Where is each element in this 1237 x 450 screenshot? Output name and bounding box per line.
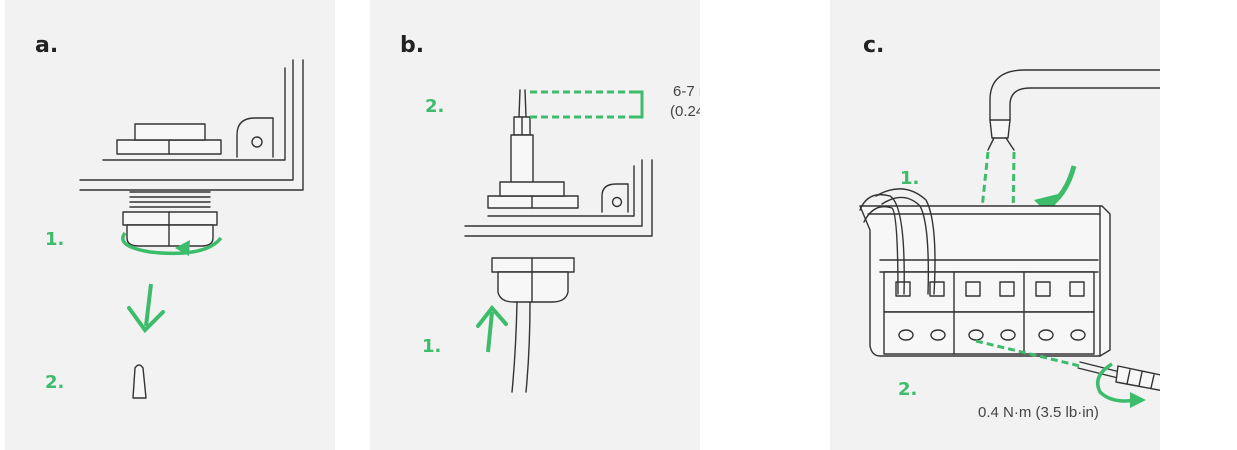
gland-body xyxy=(492,258,574,302)
strip-length-in: (0.24″-0.28″) xyxy=(670,103,700,120)
panel-a-step-2: 2. xyxy=(45,372,64,393)
panel-b-step-2: 2. xyxy=(425,96,444,117)
gland-top-nut xyxy=(488,182,578,208)
panel-c-step-1: 1. xyxy=(900,168,919,189)
strip-length-bracket xyxy=(530,92,642,117)
gland-top-nut xyxy=(117,124,221,154)
panel-c-label: c. xyxy=(863,33,884,58)
panel-b-step-1: 1. xyxy=(422,336,441,357)
strip-length-mm: 6-7 mm xyxy=(673,83,700,100)
panel-b: b. 2. 6-7 mm (0.24″-0.28″) xyxy=(370,0,700,450)
panel-b-illustration: b. 2. 6-7 mm (0.24″-0.28″) xyxy=(370,0,700,450)
gland-thread xyxy=(123,192,217,246)
torque-value: 0.4 N·m (3.5 lb·in) xyxy=(978,404,1099,421)
panel-c-illustration: c. xyxy=(830,0,1160,450)
panel-a-step-1: 1. xyxy=(45,229,64,250)
panel-c-step-2: 2. xyxy=(898,379,917,400)
panel-c: c. xyxy=(830,0,1160,450)
down-arrow-icon xyxy=(129,284,163,330)
panel-b-label: b. xyxy=(400,33,424,58)
stripped-wire xyxy=(511,90,533,195)
panel-a-illustration: a. 1. xyxy=(5,0,335,450)
seal-insert xyxy=(133,365,146,398)
cable-below xyxy=(512,302,530,392)
up-arrow-icon xyxy=(478,308,506,352)
wire-ends xyxy=(988,138,1014,150)
panel-a-label: a. xyxy=(35,33,58,58)
panel-a: a. 1. xyxy=(5,0,335,450)
